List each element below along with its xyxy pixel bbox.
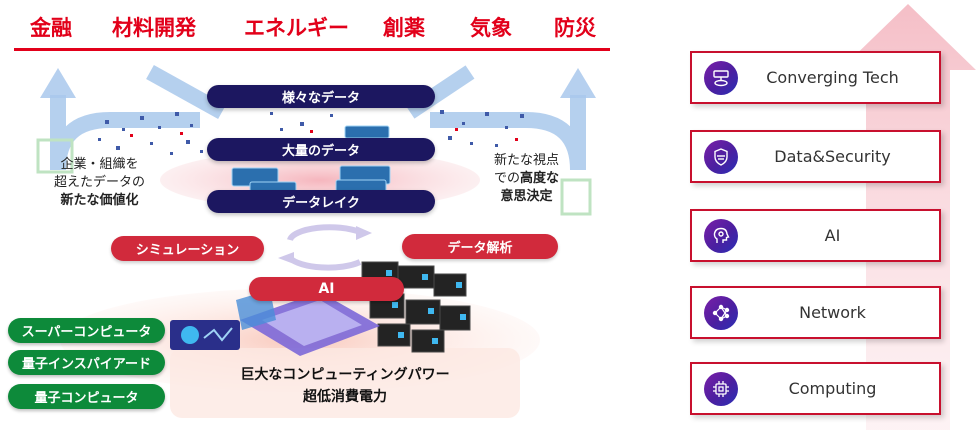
industry-materials: 材料開発	[112, 16, 196, 40]
power-caption-line1: 巨大なコンピューティングパワー	[240, 367, 450, 383]
tech-data-security: Data&Security	[690, 130, 941, 183]
industry-disaster-prevention: 防災	[554, 16, 596, 40]
industry-energy: エネルギー	[244, 16, 349, 40]
tech-converging-tech: Converging Tech	[690, 51, 941, 104]
ai-head-icon	[704, 218, 738, 253]
tech-label: AI	[824, 226, 841, 245]
right-note-line2-bold: 高度な	[520, 171, 560, 186]
ai-label: AI	[249, 277, 404, 301]
quantum-inspired-label: 量子インスパイアード	[8, 350, 165, 375]
right-decision-note: 新たな視点 での高度な 意思決定	[494, 152, 559, 206]
simulation-label: シミュレーション	[111, 236, 264, 261]
left-note-line2: 超えたデータの	[54, 175, 146, 190]
header-divider	[14, 48, 610, 51]
tech-label: Data&Security	[774, 147, 891, 166]
right-note-line3: 意思決定	[500, 189, 553, 204]
data-analysis-label: データ解析	[402, 234, 558, 259]
power-caption: 巨大なコンピューティングパワー 超低消費電力	[172, 364, 518, 408]
industry-weather: 気象	[470, 16, 512, 40]
layer-big-data: 大量のデータ	[207, 138, 435, 161]
tech-network: Network	[690, 286, 941, 339]
right-note-line1: 新たな視点	[494, 153, 560, 168]
tech-label: Computing	[788, 379, 877, 398]
tech-ai: AI	[690, 209, 941, 262]
converging-tech-icon	[704, 60, 738, 95]
industry-finance: 金融	[30, 16, 72, 40]
tech-computing: Computing	[690, 362, 941, 415]
right-note-line2-prefix: での	[494, 171, 521, 186]
network-icon	[704, 295, 738, 330]
left-note-line1: 企業・組織を	[60, 157, 139, 172]
supercomputer-label: スーパーコンピュータ	[8, 318, 165, 343]
left-value-note: 企業・組織を 超えたデータの 新たな価値化	[54, 156, 145, 210]
tech-label: Converging Tech	[766, 68, 899, 87]
chip-icon	[704, 371, 738, 406]
data-security-icon	[704, 139, 738, 174]
left-note-line3: 新たな価値化	[60, 193, 139, 208]
tech-label: Network	[799, 303, 866, 322]
industry-drug-discovery: 創薬	[383, 16, 425, 40]
layer-data-lake: データレイク	[207, 190, 435, 213]
power-caption-line2: 超低消費電力	[303, 389, 387, 405]
quantum-computer-label: 量子コンピュータ	[8, 384, 165, 409]
layer-various-data: 様々なデータ	[207, 85, 435, 108]
